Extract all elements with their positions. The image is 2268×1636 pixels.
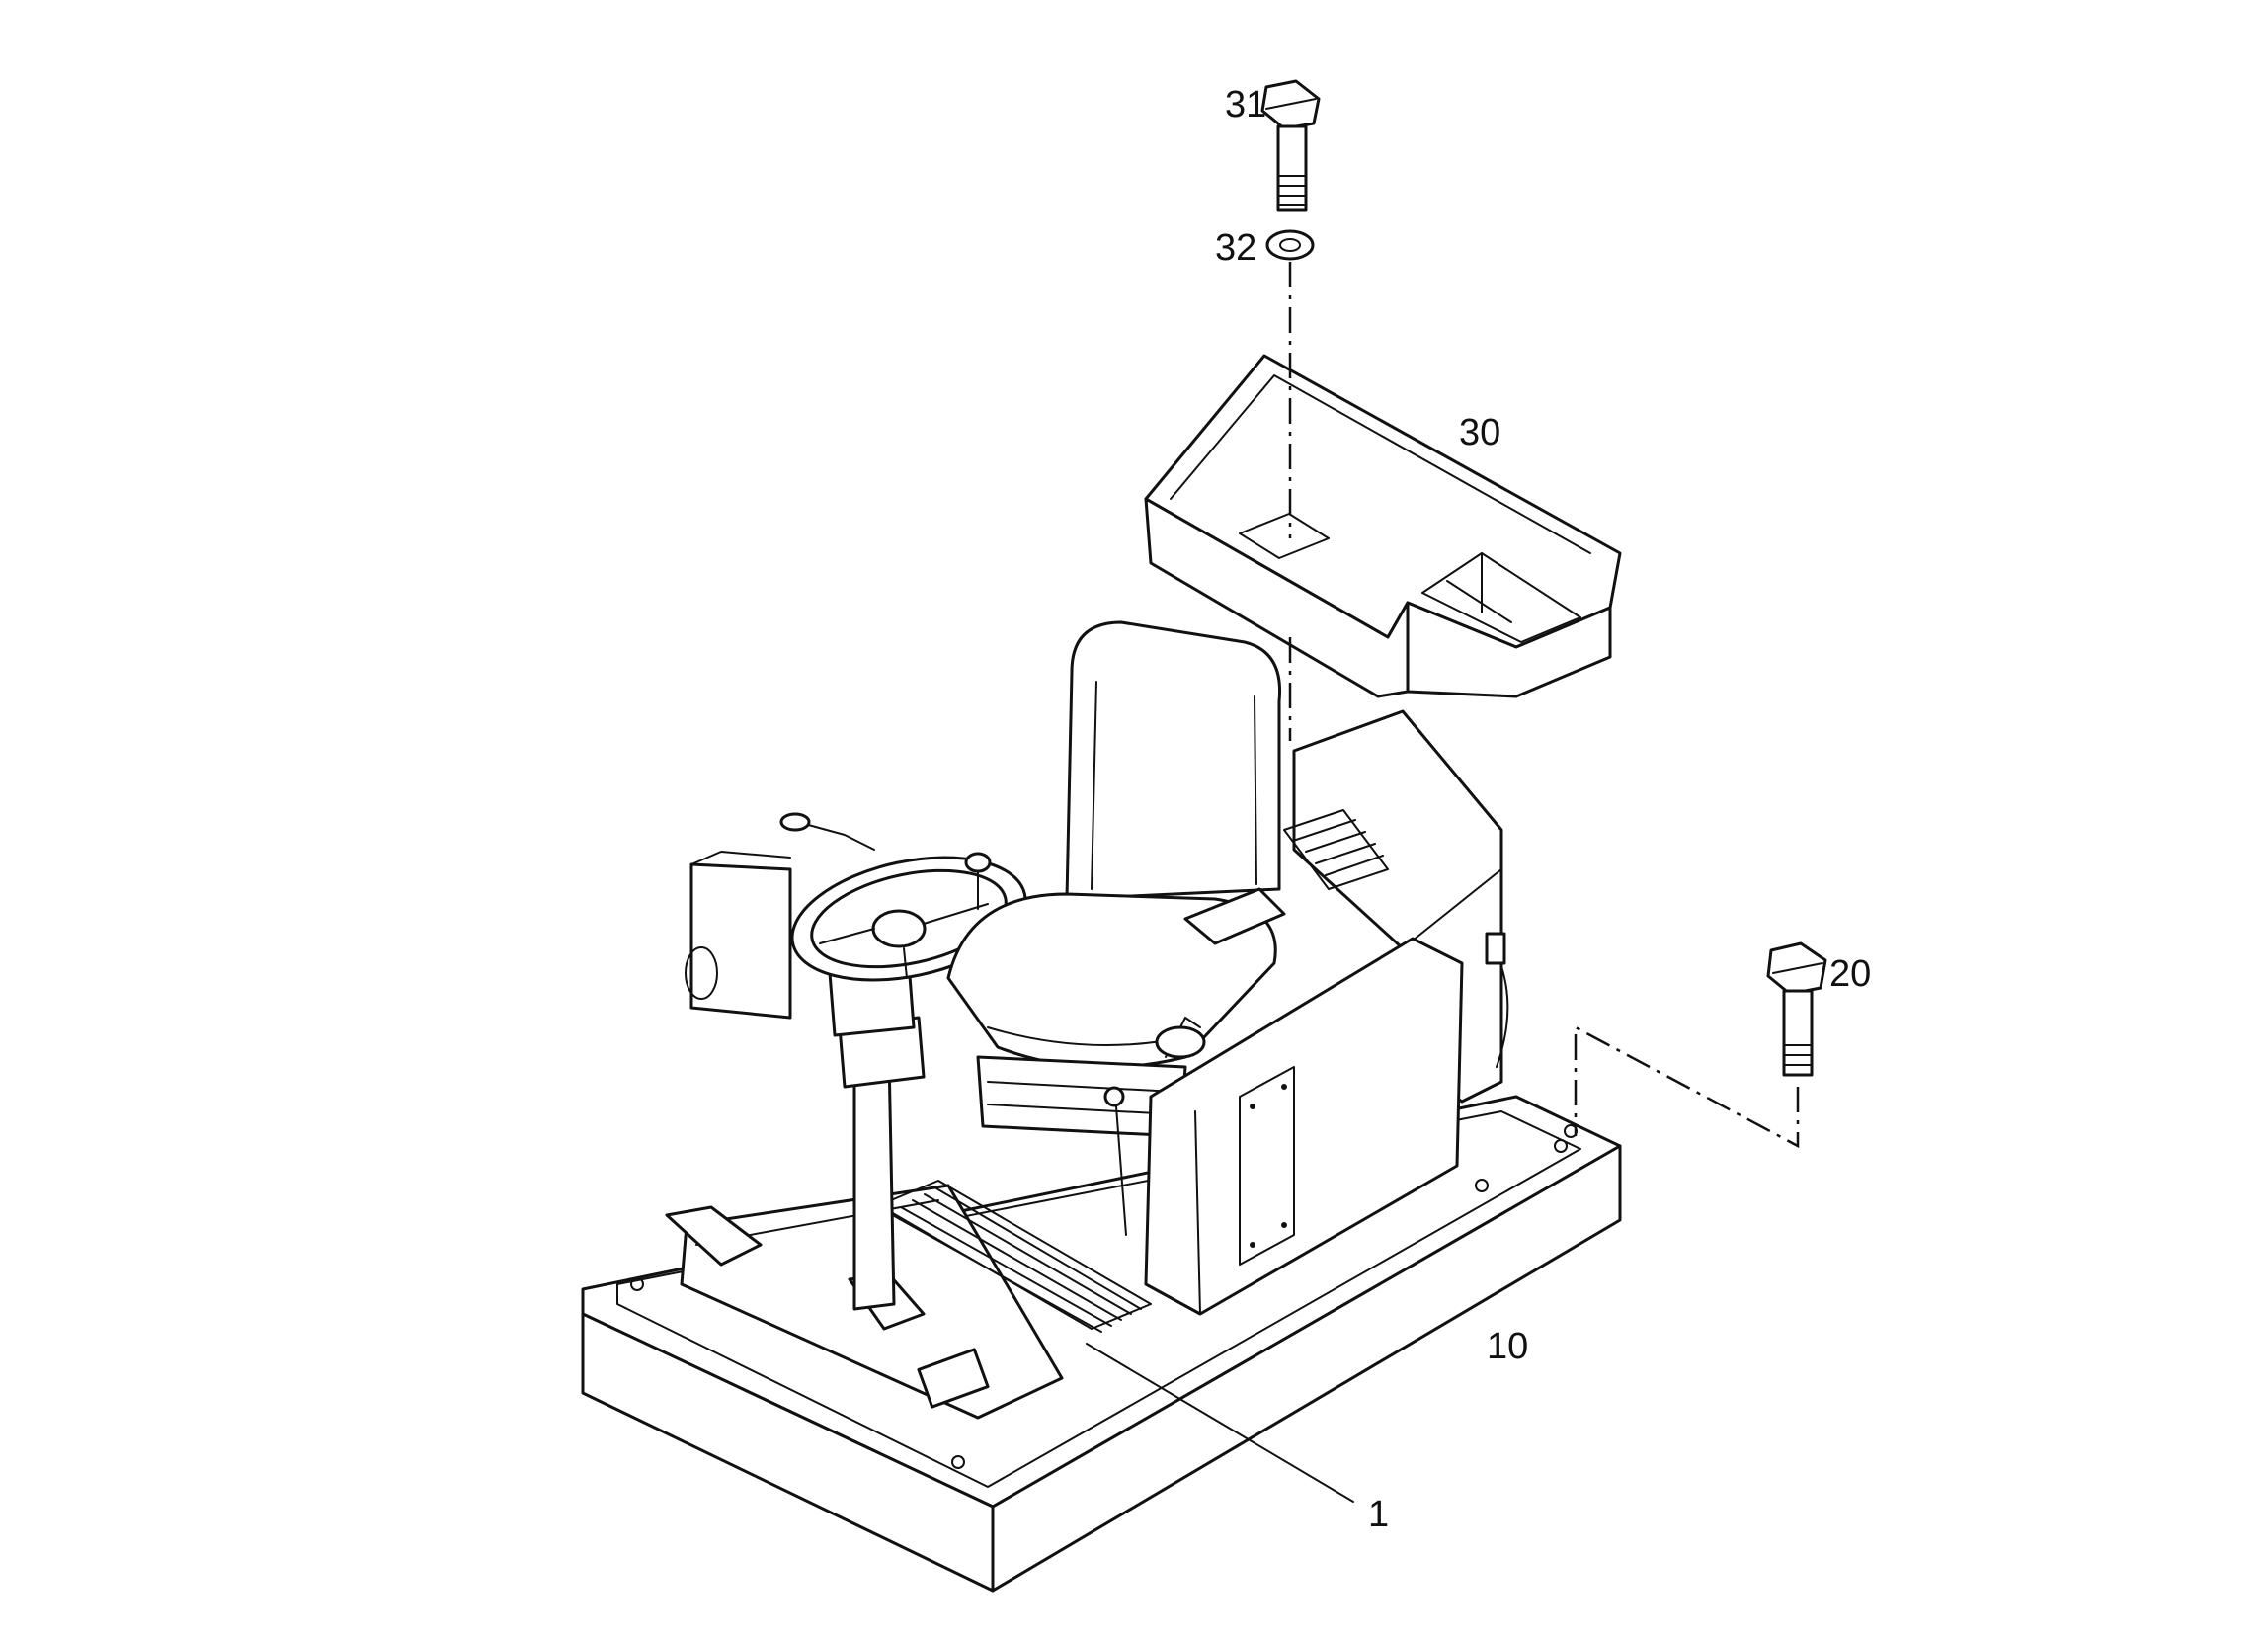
bolt-31: [1260, 79, 1321, 212]
leader-line-1: [1086, 1343, 1354, 1503]
storage-tray: [1144, 354, 1622, 698]
callout-32: 32: [1215, 227, 1256, 269]
callout-1: 1: [1368, 1494, 1389, 1535]
washer-32: [1265, 229, 1315, 261]
callout-10: 10: [1487, 1326, 1528, 1367]
center-lines: [1288, 262, 1800, 1149]
callout-30: 30: [1459, 412, 1500, 453]
callout-31: 31: [1225, 84, 1266, 125]
floor-mat: [878, 1180, 1152, 1333]
base-plate: [581, 1095, 1622, 1593]
bolt-20: [1766, 941, 1827, 1077]
right-control-console: [1103, 937, 1464, 1316]
left-levers: [779, 812, 992, 910]
callout-20: 20: [1829, 953, 1871, 995]
vent-grille: [1283, 809, 1389, 890]
